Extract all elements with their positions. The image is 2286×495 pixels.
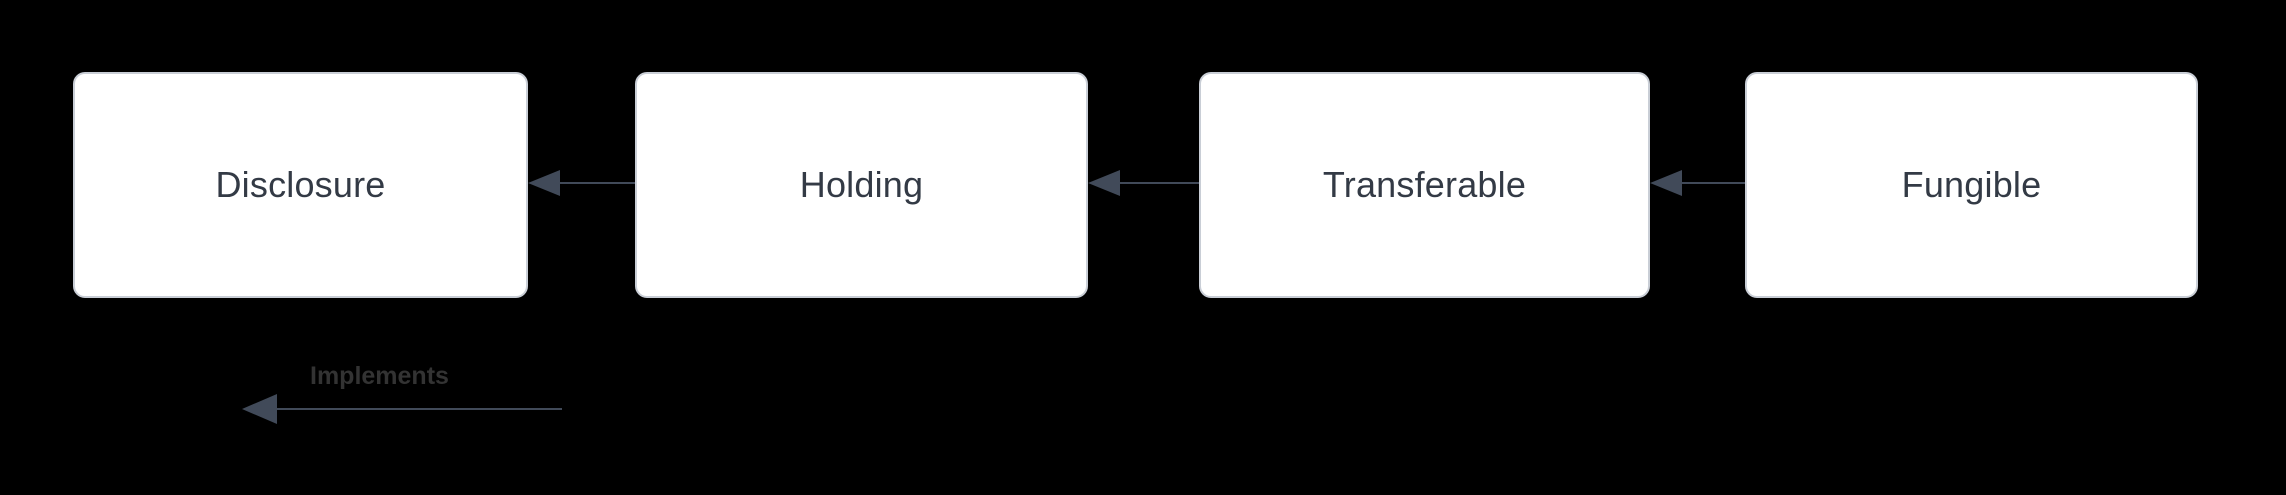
node-disclosure[interactable]: Disclosure: [73, 72, 528, 298]
edge-fungible-to-transferable-arrow: [1650, 168, 1745, 202]
edge-holding-to-disclosure-arrow: [528, 168, 635, 202]
node-label: Disclosure: [215, 164, 386, 205]
node-transferable[interactable]: Transferable: [1199, 72, 1650, 298]
legend-arrow-icon: [242, 392, 562, 426]
node-label: Holding: [799, 164, 924, 205]
edge-transferable-to-holding-arrow: [1088, 168, 1199, 202]
node-label: Transferable: [1322, 164, 1527, 205]
node-holding[interactable]: Holding: [635, 72, 1088, 298]
node-label: Fungible: [1901, 164, 2042, 205]
node-fungible[interactable]: Fungible: [1745, 72, 2198, 298]
legend-label: Implements: [310, 362, 449, 390]
